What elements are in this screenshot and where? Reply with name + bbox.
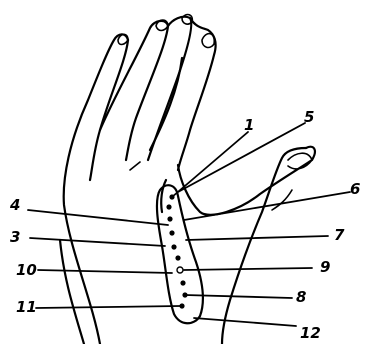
label-8: 8 [296, 288, 306, 306]
label-3: 3 [10, 228, 20, 246]
label-5: 5 [304, 108, 314, 126]
label-4: 4 [9, 196, 20, 214]
label-11: 11 [16, 298, 37, 316]
label-12: 12 [300, 324, 321, 342]
label-10: 10 [16, 261, 37, 279]
label-7: 7 [334, 226, 345, 244]
label-1: 1 [244, 116, 254, 134]
label-6: 6 [350, 180, 360, 198]
label-9: 9 [320, 258, 330, 276]
